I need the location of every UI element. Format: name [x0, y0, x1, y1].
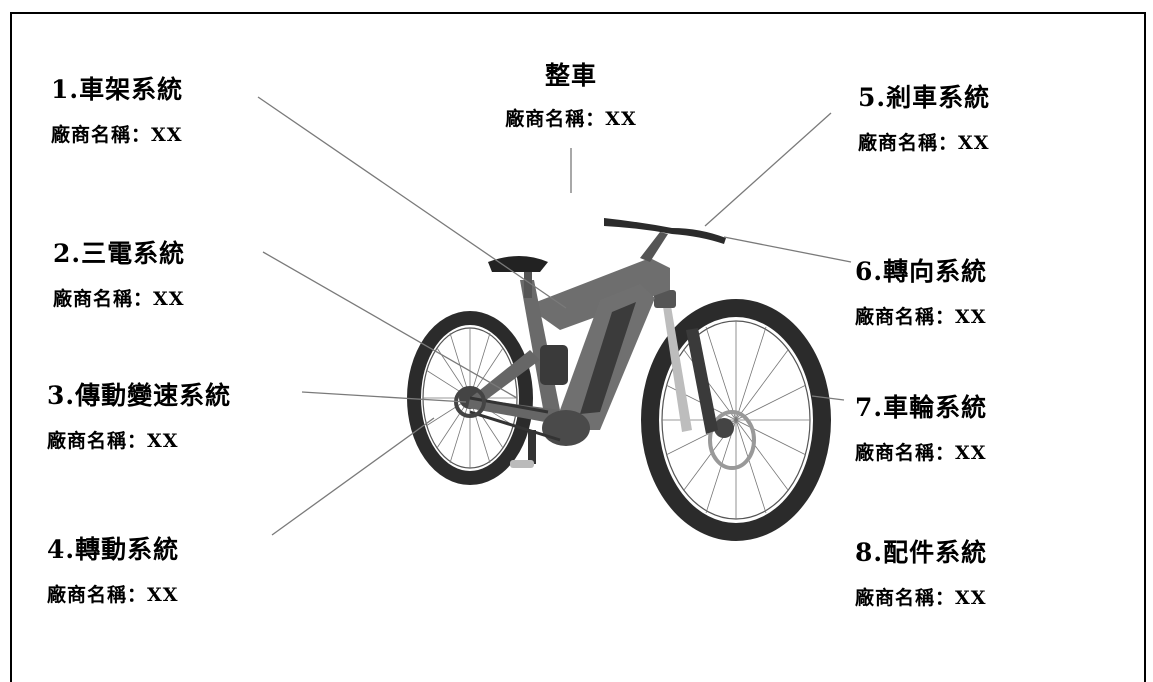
- system-label-2: 2.三電系統 廠商名稱：XX: [53, 234, 185, 311]
- bicycle-image: [407, 218, 831, 541]
- system-vendor: 廠商名稱：XX: [855, 442, 987, 464]
- system-title: 7.車輪系統: [855, 393, 988, 422]
- system-title: 3.傳動變速系統: [47, 381, 232, 410]
- system-label-3: 3.傳動變速系統 廠商名稱：XX: [47, 376, 231, 453]
- system-vendor: 廠商名稱：XX: [51, 124, 183, 146]
- leader-electric: [262, 251, 518, 399]
- leader-wheel: [811, 395, 845, 401]
- system-vendor: 廠商名稱：XX: [855, 306, 987, 328]
- system-label-7: 7.車輪系統 廠商名稱：XX: [855, 388, 987, 465]
- leader-drivetrain: [301, 391, 467, 403]
- system-title: 4.轉動系統: [47, 535, 180, 564]
- leader-lines: [257, 96, 852, 536]
- whole-bike-title: 整車: [544, 61, 597, 90]
- leader-steering: [723, 236, 852, 263]
- diagram-border: [10, 12, 1146, 682]
- system-vendor: 廠商名稱：XX: [53, 288, 185, 310]
- system-vendor: 廠商名稱：XX: [47, 584, 179, 606]
- leader-brake: [704, 112, 832, 227]
- system-label-8: 8.配件系統 廠商名稱：XX: [855, 533, 987, 610]
- system-title: 2.三電系統: [53, 239, 186, 268]
- whole-bike-label: 整車 廠商名稱：XX: [481, 56, 661, 131]
- system-label-6: 6.轉向系統 廠商名稱：XX: [855, 252, 987, 329]
- system-vendor: 廠商名稱：XX: [855, 587, 987, 609]
- handlebar: [604, 218, 726, 262]
- system-title: 1.車架系統: [51, 75, 184, 104]
- system-label-1: 1.車架系統 廠商名稱：XX: [51, 70, 183, 147]
- front-wheel: [641, 299, 831, 541]
- system-label-4: 4.轉動系統 廠商名稱：XX: [47, 530, 179, 607]
- system-title: 5.剎車系統: [858, 83, 991, 112]
- leader-frame: [257, 96, 567, 309]
- leader-rotation: [271, 417, 435, 536]
- whole-bike-vendor: 廠商名稱：XX: [505, 108, 637, 130]
- system-vendor: 廠商名稱：XX: [858, 132, 990, 154]
- system-title: 6.轉向系統: [855, 257, 988, 286]
- system-label-5: 5.剎車系統 廠商名稱：XX: [858, 78, 990, 155]
- front-fork: [654, 290, 718, 434]
- saddle: [488, 256, 548, 298]
- bike-frame: [468, 258, 670, 446]
- system-title: 8.配件系統: [855, 538, 988, 567]
- system-vendor: 廠商名稱：XX: [47, 430, 179, 452]
